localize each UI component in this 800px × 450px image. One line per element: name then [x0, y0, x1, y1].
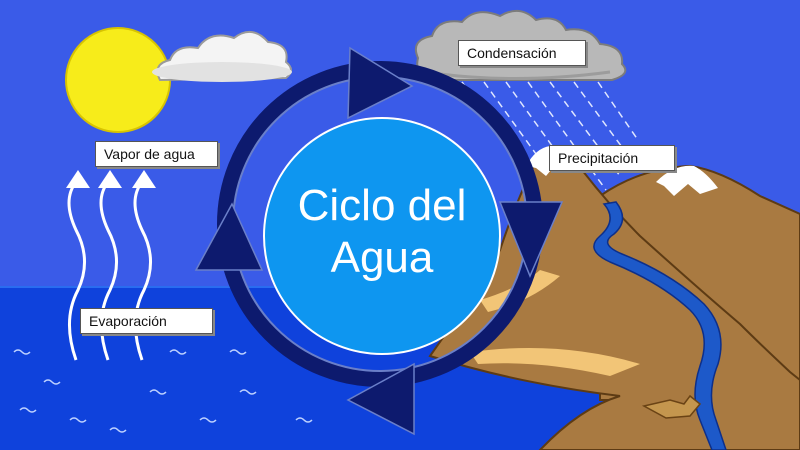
center-disc — [263, 117, 501, 355]
ring-arrow-top — [347, 46, 414, 120]
snow-cap-back — [656, 165, 718, 196]
rock-shape — [641, 394, 702, 419]
precipitation-label: Precipitación — [549, 145, 675, 171]
vapor-arrow-1 — [67, 181, 87, 361]
water-vapor-label: Vapor de agua — [95, 141, 218, 167]
beach-lower — [470, 348, 640, 376]
condensation-label: Condensación — [458, 40, 586, 66]
title-line-2: Agua — [330, 233, 434, 282]
river — [593, 201, 727, 450]
ring-arrow-left — [194, 202, 264, 271]
evaporation-label: Evaporación — [80, 308, 213, 334]
ring-arrow-bottom — [346, 362, 415, 436]
white-cloud-icon — [152, 31, 292, 82]
evaporation-arrowheads — [66, 170, 156, 188]
diagram-title: Ciclo del Agua — [267, 172, 497, 292]
sun-icon — [65, 27, 171, 133]
sea-waves — [13, 349, 313, 433]
ring-arrow-right — [498, 201, 564, 278]
title-line-1: Ciclo del — [297, 181, 467, 230]
